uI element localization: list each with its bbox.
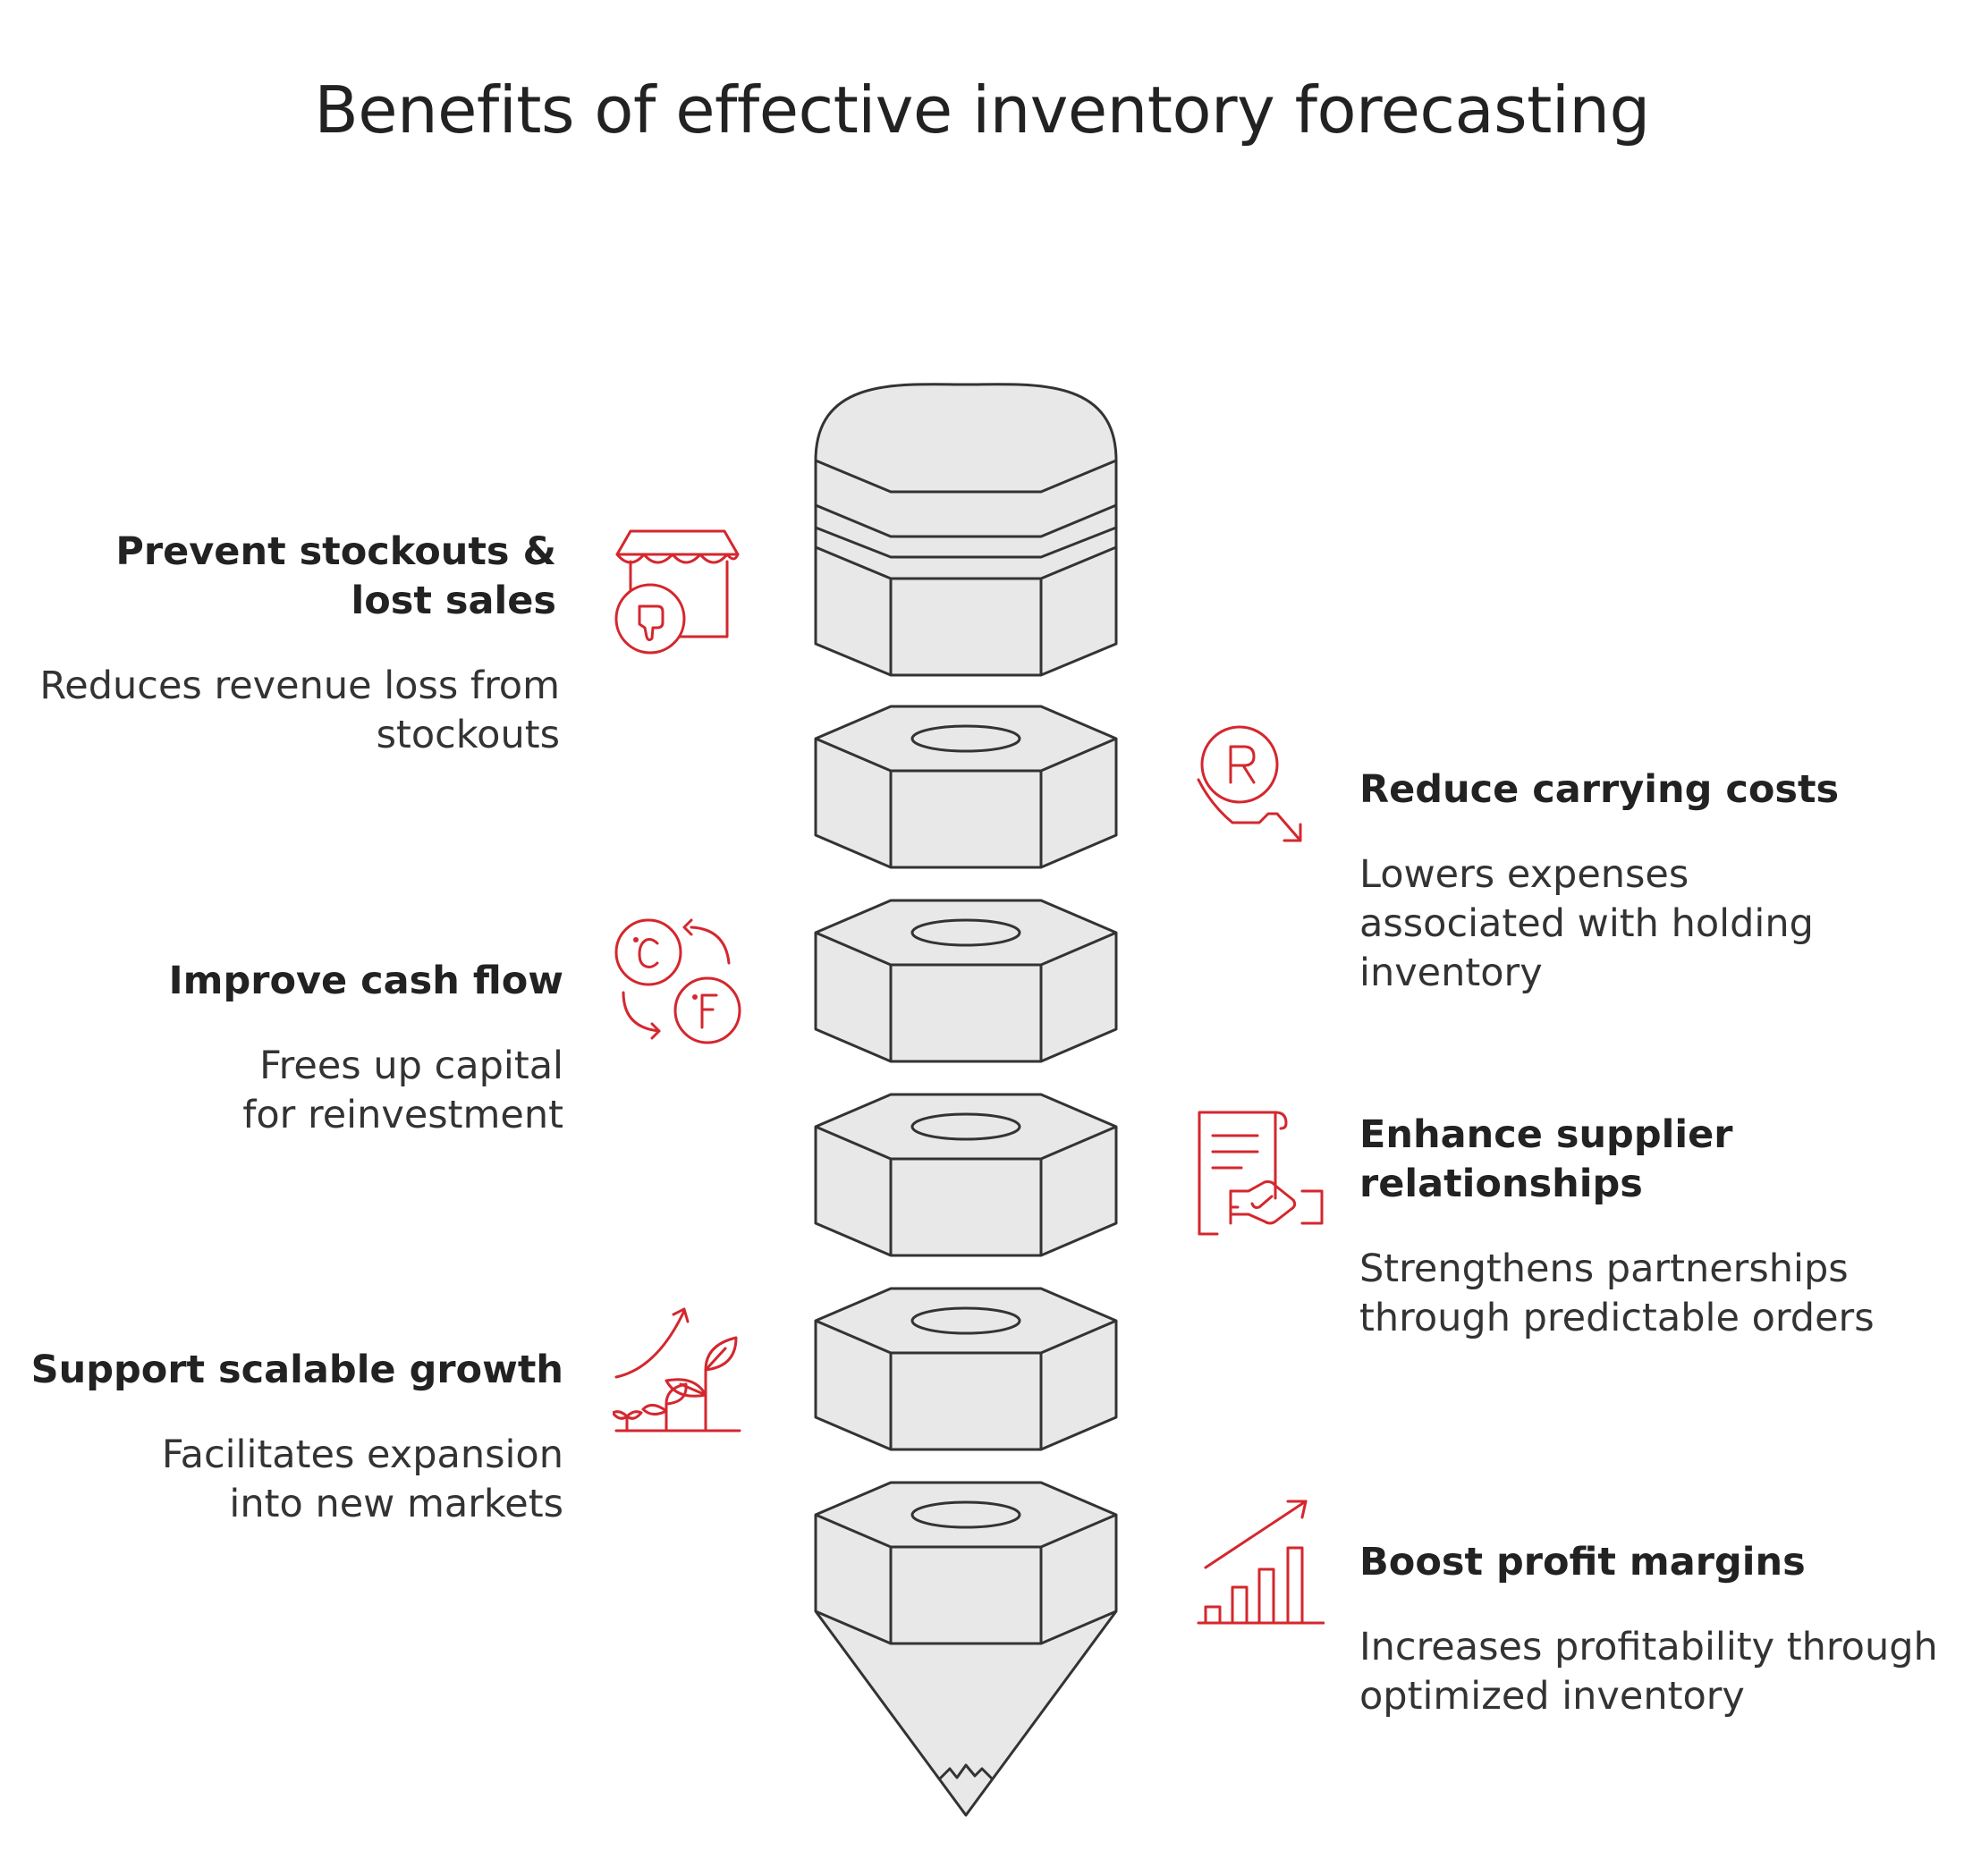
benefit-2-description: Lowers expenses associated with holding … [1359, 852, 1814, 995]
benefit-3-description: Frees up capital for reinvestment [242, 1044, 563, 1137]
benefit-1-description: Reduces revenue loss from stockouts [39, 663, 560, 757]
currency-exchange-icon [613, 917, 742, 1046]
benefit-1-label: Prevent stockouts & lost sales Reduces r… [20, 528, 560, 760]
benefit-1-heading: Prevent stockouts & lost sales [115, 529, 556, 623]
segment-hex-2 [816, 900, 1116, 1061]
contract-handshake-icon [1195, 1109, 1325, 1238]
benefit-2-heading: Reduce carrying costs [1359, 767, 1840, 812]
segment-hex-3 [816, 1094, 1116, 1255]
plant-growth-icon [613, 1306, 742, 1435]
segment-cone-tip [816, 1483, 1116, 1815]
benefit-6-heading: Boost profit margins [1359, 1540, 1806, 1584]
benefit-6-label: Boost profit margins Increases profitabi… [1359, 1538, 1938, 1721]
benefit-2-label: Reduce carrying costs Lowers expenses as… [1359, 765, 1896, 998]
benefit-6-description: Increases profitability through optimize… [1359, 1625, 1938, 1719]
cost-down-trend-icon [1195, 724, 1325, 854]
benefit-4-description: Strengthens partnerships through predict… [1359, 1246, 1875, 1340]
benefit-3-label: Improve cash flow Frees up capital for r… [27, 957, 563, 1140]
benefit-3-heading: Improve cash flow [168, 959, 563, 1003]
benefit-4-label: Enhance supplier relationships Strengthe… [1359, 1111, 1896, 1343]
benefit-5-heading: Support scalable growth [30, 1348, 563, 1392]
benefit-4-heading: Enhance supplier relationships [1359, 1112, 1733, 1206]
benefit-5-label: Support scalable growth Facilitates expa… [27, 1346, 563, 1529]
segment-hex-1 [816, 706, 1116, 867]
segment-hex-4 [816, 1289, 1116, 1449]
segment-top-cap [816, 384, 1116, 675]
bar-chart-growth-icon [1195, 1498, 1325, 1627]
store-thumbs-down-icon [613, 528, 742, 657]
diagram-title: Benefits of effective inventory forecast… [314, 72, 1650, 148]
benefit-5-description: Facilitates expansion into new markets [161, 1432, 563, 1526]
